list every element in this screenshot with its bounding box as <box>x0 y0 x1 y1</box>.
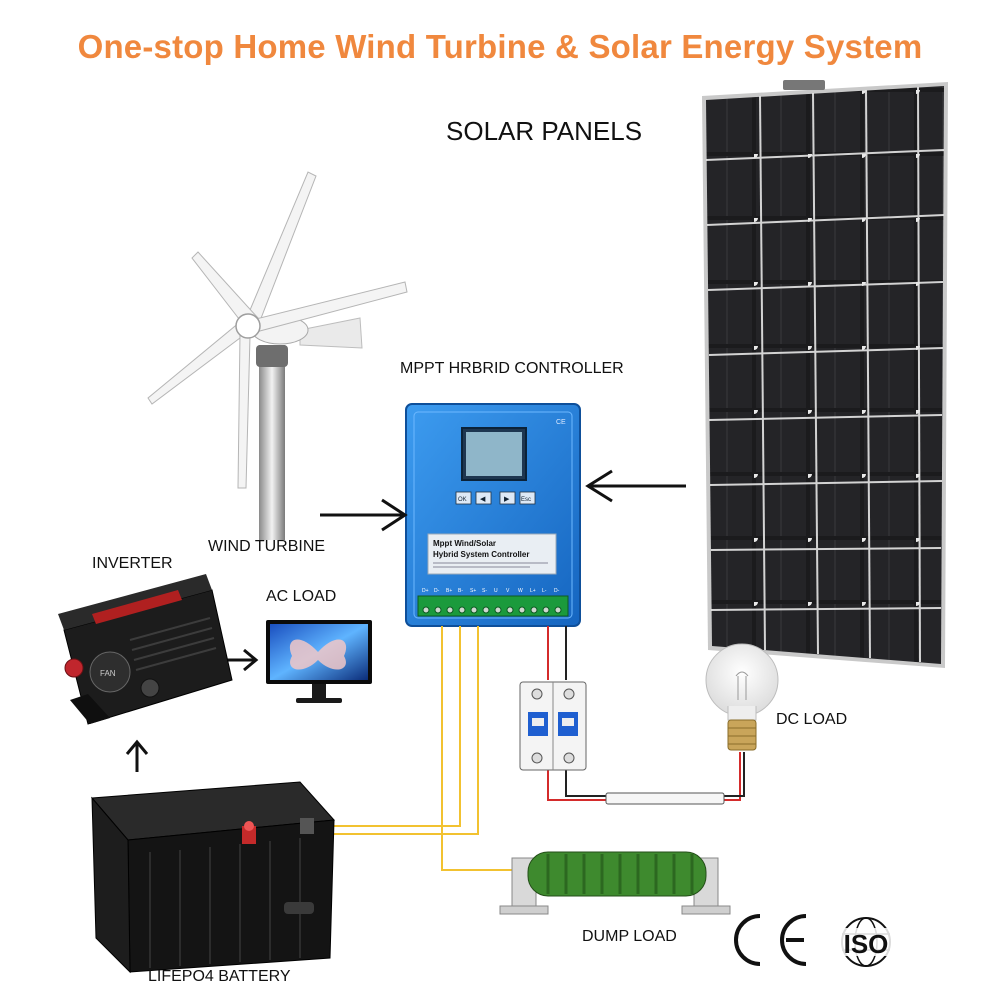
iso-logo-text: ISO <box>844 929 889 959</box>
terminal-label: B+ <box>446 588 452 594</box>
terminal-screw <box>446 606 454 614</box>
inverter-label: INVERTER <box>92 555 173 572</box>
wind-turbine <box>147 171 408 540</box>
terminal-screw <box>554 606 562 614</box>
arrow-battery-to-inverter <box>125 739 149 772</box>
solar-panels-label: SOLAR PANELS <box>446 116 643 146</box>
arrow-inverter-to-ac-load <box>224 648 259 672</box>
terminal-label: D- <box>554 588 560 594</box>
terminal-label: B- <box>458 588 463 594</box>
iso-logo: ISO <box>832 917 900 967</box>
terminal-screw <box>494 606 502 614</box>
terminal-label: L- <box>542 588 547 594</box>
ac-load-monitor <box>266 620 372 703</box>
solar-panel <box>702 80 948 668</box>
controller-panel-line2: Hybrid System Controller <box>433 550 529 559</box>
light-bulb <box>705 643 779 751</box>
terminal-screw <box>506 606 514 614</box>
mppt-controller: CE OK ◀ ▶ Esc Mppt Wind/Solar Hybrid Sys… <box>405 403 581 627</box>
controller-button-esc: Esc <box>521 497 531 503</box>
ac-load-label: AC LOAD <box>266 588 337 605</box>
yellow-wires <box>322 626 520 871</box>
ce-mark-logo <box>734 914 807 966</box>
controller-button-ok: OK <box>458 497 467 503</box>
controller-panel-line1: Mppt Wind/Solar <box>433 539 496 548</box>
arrow-turbine-to-controller <box>320 498 408 532</box>
terminal-label: S+ <box>470 588 476 594</box>
wind-turbine-label: WIND TURBINE <box>208 538 326 555</box>
controller-terminal-block: D+ D- B+ B- S+ S- U V W L+ L- D- <box>417 588 569 617</box>
terminal-label: D+ <box>422 588 429 594</box>
terminal-label: W <box>518 588 523 594</box>
terminal-screw <box>458 606 466 614</box>
page-title: One-stop Home Wind Turbine & Solar Energ… <box>77 28 923 65</box>
dump-load-resistor <box>499 851 731 915</box>
terminal-screw <box>434 606 442 614</box>
terminal-label: S- <box>482 588 487 594</box>
terminal-screw <box>422 606 430 614</box>
arrow-panel-to-controller <box>585 469 686 503</box>
dump-load-label: DUMP LOAD <box>582 928 677 945</box>
controller-button-right: ▶ <box>504 496 510 503</box>
terminal-screw <box>542 606 550 614</box>
inverter: FAN <box>58 574 233 725</box>
controller-buttons: OK ◀ ▶ Esc <box>455 491 536 505</box>
terminal-screw <box>482 606 490 614</box>
dc-load-label: DC LOAD <box>776 711 848 728</box>
lifepo4-battery <box>90 781 336 974</box>
fuse <box>605 792 725 805</box>
dc-wires <box>547 626 745 801</box>
controller-button-left: ◀ <box>480 496 486 503</box>
circuit-breaker <box>519 681 587 771</box>
terminal-screw <box>518 606 526 614</box>
terminal-label: L+ <box>530 588 536 594</box>
battery-label: LIFEPO4 BATTERY <box>148 968 291 985</box>
terminal-label: D- <box>434 588 440 594</box>
terminal-label: U <box>494 588 498 594</box>
terminal-screw <box>530 606 538 614</box>
svg-text:CE: CE <box>556 419 566 426</box>
terminal-label: V <box>506 588 510 594</box>
inverter-fan-label: FAN <box>100 669 116 678</box>
terminal-screw <box>470 606 478 614</box>
controller-label: MPPT HRBRID CONTROLLER <box>400 360 624 377</box>
